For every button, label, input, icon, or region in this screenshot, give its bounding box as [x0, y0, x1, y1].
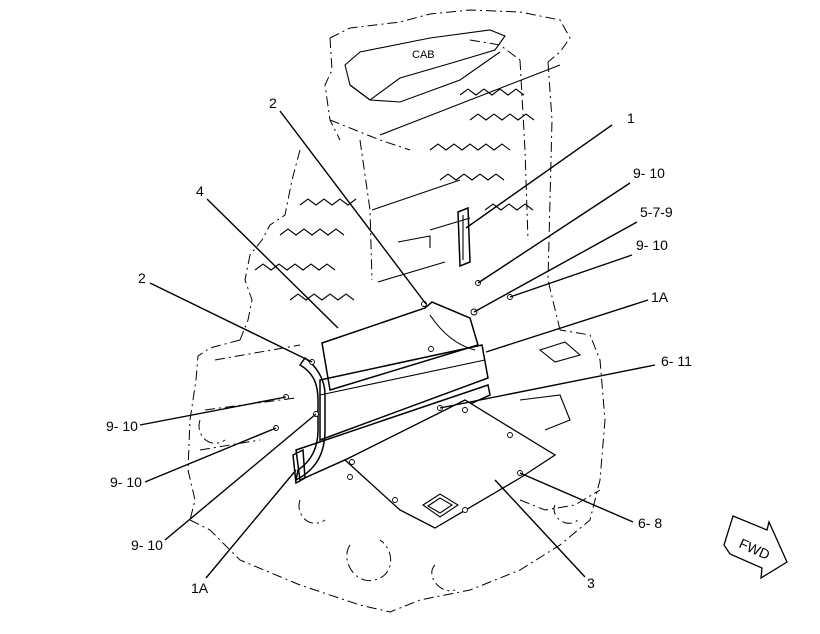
callout-4: 4	[196, 183, 204, 199]
callout-labels: 1 2 4 9- 10 5-7-9 9- 10 2 1A 6- 11 9- 10…	[106, 95, 692, 596]
callout-9-10-e: 9- 10	[131, 537, 163, 553]
floor-plate	[343, 399, 557, 529]
angled-rail-1a	[319, 344, 489, 442]
callout-2-top: 2	[269, 95, 277, 111]
upper-rear-panel	[321, 301, 479, 391]
callout-9-10-a: 9- 10	[633, 165, 665, 181]
callout-2-left: 2	[138, 270, 146, 286]
callout-1a-bottom: 1A	[191, 580, 209, 596]
cab-window-grid	[254, 64, 561, 301]
callout-1a-right: 1A	[651, 289, 669, 305]
callout-6-11: 6- 11	[661, 353, 692, 369]
callout-9-10-c: 9- 10	[106, 418, 138, 434]
vertical-rail	[457, 206, 471, 268]
machine-body-outline	[187, 9, 606, 613]
cab-label: CAB	[412, 49, 435, 61]
callout-5-7-9: 5-7-9	[640, 204, 673, 220]
fwd-arrow: FWD	[723, 515, 788, 580]
callout-6-8: 6- 8	[638, 515, 662, 531]
callout-9-10-b: 9- 10	[636, 237, 668, 253]
leader-lines	[139, 110, 656, 579]
right-brackets	[519, 341, 582, 431]
lower-rail	[292, 384, 491, 485]
callout-1: 1	[627, 110, 635, 126]
callout-9-10-d: 9- 10	[110, 474, 142, 490]
cab-roof: CAB	[344, 29, 506, 103]
callout-3: 3	[587, 575, 595, 591]
